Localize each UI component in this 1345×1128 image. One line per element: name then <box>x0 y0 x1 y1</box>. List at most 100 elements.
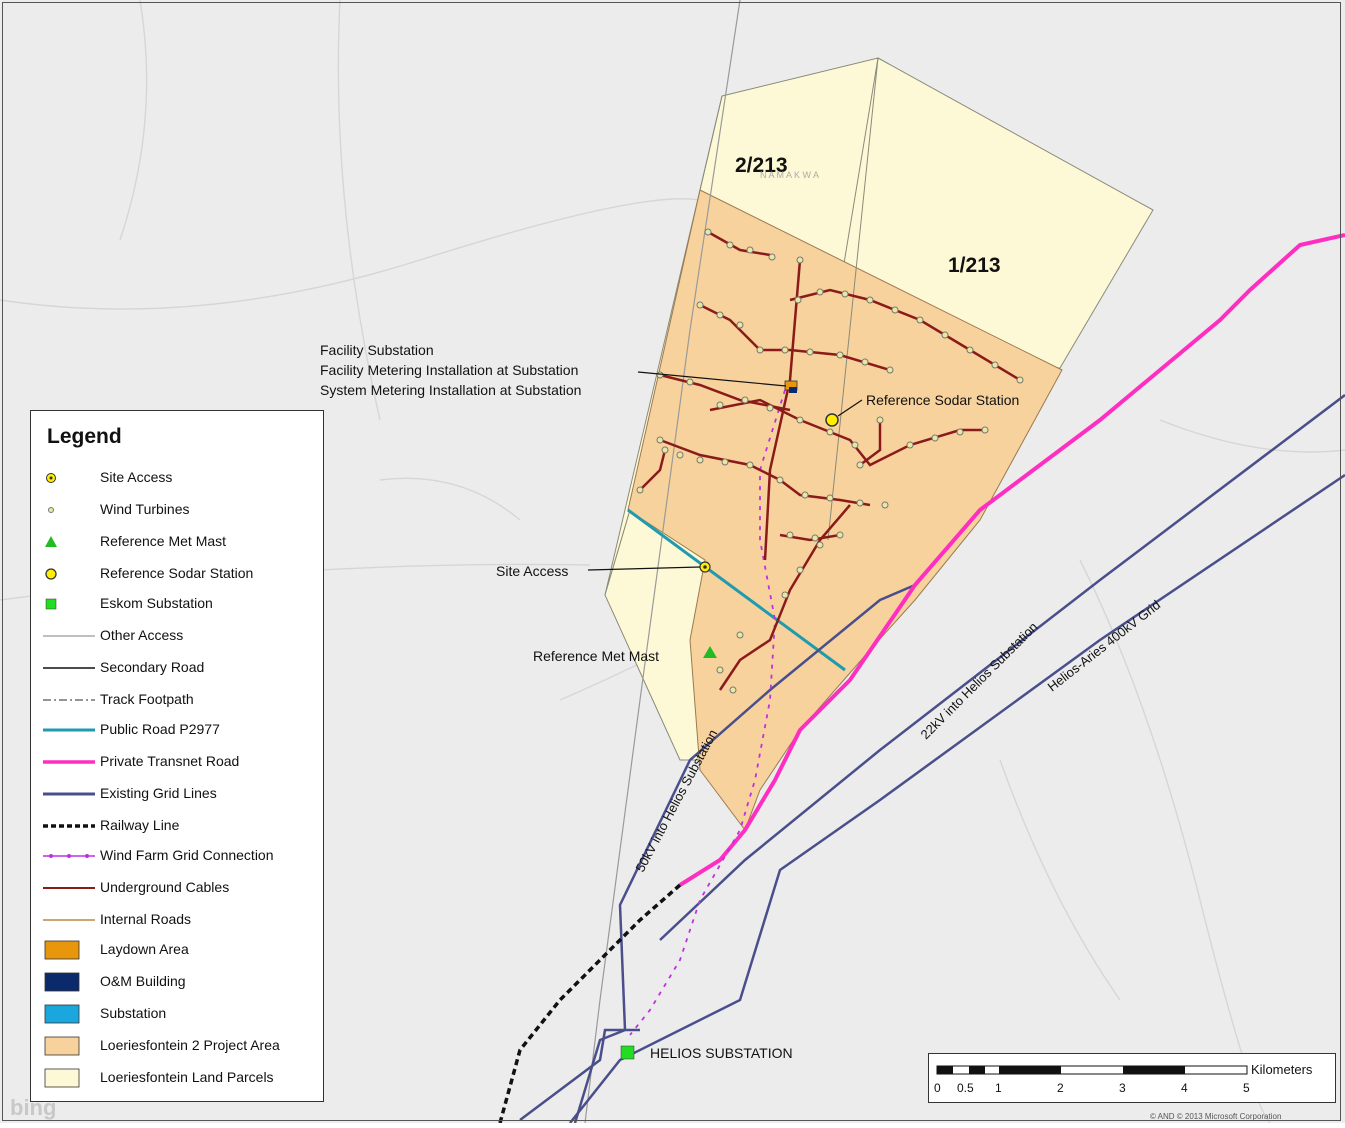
wind-turbines <box>636 228 1024 694</box>
legend-label: Wind Farm Grid Connection <box>100 847 274 863</box>
scale-tick-0-5: 0.5 <box>957 1081 974 1095</box>
sodar-leader <box>837 399 863 417</box>
site-access-leader <box>587 566 701 571</box>
legend-item-substation: Substation <box>31 999 325 1029</box>
line-railway-icon <box>43 824 95 828</box>
line-cables-icon <box>43 887 95 889</box>
legend-label: Railway Line <box>100 817 180 833</box>
facility-substation-label-2: Facility Metering Installation at Substa… <box>320 362 578 378</box>
legend-label: Laydown Area <box>100 941 189 957</box>
eskom-substation-icon[interactable] <box>620 1045 635 1060</box>
scale-tick-4: 4 <box>1181 1081 1188 1095</box>
legend-item-railway: Railway Line <box>31 811 325 841</box>
site-access-label: Site Access <box>496 563 568 579</box>
line-grid-connection-icon <box>43 854 95 858</box>
other-access-road <box>584 0 741 1124</box>
legend-label: O&M Building <box>100 973 186 989</box>
scale-unit: Kilometers <box>1251 1062 1313 1077</box>
legend-label: Loeriesfontein Land Parcels <box>100 1069 274 1085</box>
helios-substation-label: HELIOS SUBSTATION <box>650 1045 793 1061</box>
legend-label: Private Transnet Road <box>100 753 240 769</box>
parcel-label-1-213: 1/213 <box>948 254 1001 277</box>
legend-label: Site Access <box>100 469 173 485</box>
legend-item-land-parcels: Loeriesfontein Land Parcels <box>31 1063 325 1093</box>
scale-tick-0: 0 <box>934 1081 941 1095</box>
legend-label: Secondary Road <box>100 659 205 675</box>
legend-item-wind-turbines: Wind Turbines <box>31 495 325 525</box>
land-parcel-east[interactable] <box>827 57 1154 369</box>
facility-substation-label-1: Facility Substation <box>320 342 434 358</box>
facility-substation-label-3: System Metering Installation at Substati… <box>320 382 581 398</box>
parcel-label-2-213: 2/213 <box>735 154 788 177</box>
line-track-footpath-icon <box>43 699 95 701</box>
line-public-road-icon <box>43 728 95 732</box>
legend-item-cables: Underground Cables <box>31 873 325 903</box>
legend-label: Other Access <box>100 627 184 643</box>
reference-met-mast-label: Reference Met Mast <box>533 648 659 664</box>
legend-item-sodar: Reference Sodar Station <box>31 559 325 589</box>
scale-tick-5: 5 <box>1243 1081 1250 1095</box>
legend-label: Reference Sodar Station <box>100 565 254 581</box>
legend-item-public-road: Public Road P2977 <box>31 715 325 745</box>
legend-item-eskom: Eskom Substation <box>31 589 325 619</box>
legend-label: Wind Turbines <box>100 501 190 517</box>
line-other-access-icon <box>43 635 95 637</box>
fill-substation-icon <box>44 1004 80 1024</box>
region-label: N A M A K W A <box>760 170 819 180</box>
scale-tick-2: 2 <box>1057 1081 1064 1095</box>
map-credit: © AND © 2013 Microsoft Corporation <box>1150 1112 1281 1121</box>
legend-label: Substation <box>100 1005 167 1021</box>
triangle-icon <box>45 536 57 547</box>
legend-item-grid-lines: Existing Grid Lines <box>31 779 325 809</box>
line-grid-icon <box>43 792 95 796</box>
line-transnet-road-icon <box>43 760 95 764</box>
fill-project-area-icon <box>44 1036 80 1056</box>
public-road-p2977 <box>627 508 846 672</box>
legend-item-met-mast: Reference Met Mast <box>31 527 325 557</box>
legend-title: Legend <box>47 425 122 448</box>
legend-item-project-area: Loeriesfontein 2 Project Area <box>31 1031 325 1061</box>
reference-sodar-label: Reference Sodar Station <box>866 392 1019 408</box>
wind-farm-grid-connection <box>629 389 786 1036</box>
legend-item-other-access: Other Access <box>31 621 325 651</box>
legend-item-site-access: Site Access <box>31 463 325 493</box>
legend-label: Existing Grid Lines <box>100 785 217 801</box>
fill-om-building-icon <box>44 972 80 992</box>
legend-item-laydown: Laydown Area <box>31 935 325 965</box>
circle-icon <box>45 568 57 580</box>
legend-label: Track Footpath <box>100 691 194 707</box>
line-internal-roads-icon <box>43 919 95 921</box>
legend-item-internal-roads: Internal Roads <box>31 905 325 935</box>
fill-land-parcels-icon <box>44 1068 80 1088</box>
site-access-icon <box>46 473 56 483</box>
railway-line <box>498 883 682 1124</box>
scale-tick-1: 1 <box>995 1081 1002 1095</box>
scale-bar-graphic: Kilometers 0 0.5 1 2 3 4 5 <box>934 1062 1313 1095</box>
legend-label: Eskom Substation <box>100 595 213 611</box>
square-icon <box>45 598 57 610</box>
wind-turbine-icon <box>48 507 54 513</box>
legend-label: Internal Roads <box>100 911 192 927</box>
existing-grid-lines <box>519 394 1345 1124</box>
facility-substation-leader <box>637 371 787 387</box>
scale-bar: Kilometers 0 0.5 1 2 3 4 5 <box>928 1053 1336 1103</box>
legend-item-track-footpath: Track Footpath <box>31 685 325 715</box>
legend-item-secondary-road: Secondary Road <box>31 653 325 683</box>
line-secondary-road-icon <box>43 667 95 669</box>
private-transnet-road <box>678 233 1345 887</box>
legend-item-transnet-road: Private Transnet Road <box>31 747 325 777</box>
reference-sodar-station-icon[interactable] <box>825 413 839 427</box>
reference-met-mast-icon[interactable] <box>703 646 717 658</box>
scale-tick-3: 3 <box>1119 1081 1126 1095</box>
legend-item-om-building: O&M Building <box>31 967 325 997</box>
legend-item-grid-connection: Wind Farm Grid Connection <box>31 841 325 871</box>
site-access-dot <box>703 565 707 569</box>
legend-label: Loeriesfontein 2 Project Area <box>100 1037 280 1053</box>
legend-label: Underground Cables <box>100 879 230 895</box>
legend-label: Reference Met Mast <box>100 533 227 549</box>
legend-label: Public Road P2977 <box>100 721 220 737</box>
legend-panel: Legend Site Access Wind Turbines Referen… <box>30 410 324 1102</box>
fill-laydown-icon <box>44 940 80 960</box>
parcel-boundaries <box>699 57 879 541</box>
